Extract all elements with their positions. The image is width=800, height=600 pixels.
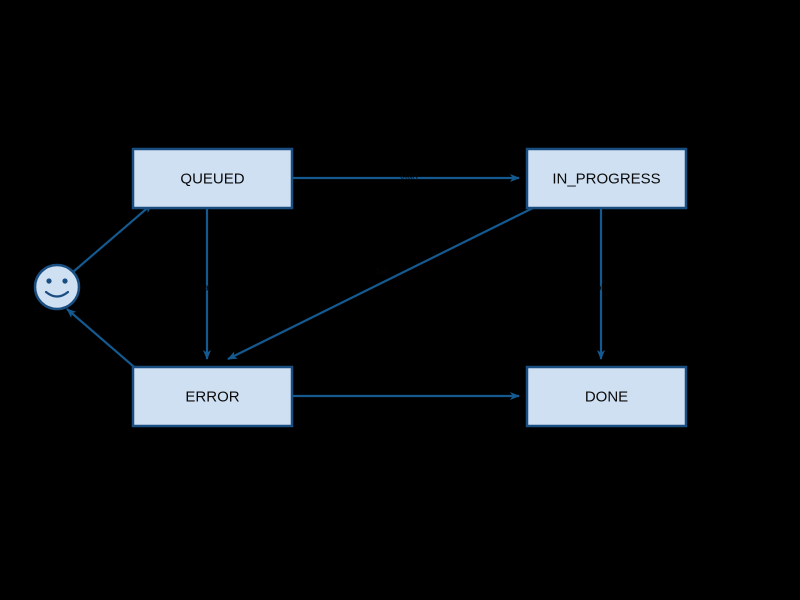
edge-label-in-progress-to-done: ok [596, 282, 606, 292]
node-label-error: ERROR [185, 388, 239, 405]
node-in-progress[interactable]: IN_PROGRESS [525, 147, 688, 210]
edge-line [66, 308, 141, 373]
smiley-face-icon [33, 263, 81, 311]
edge-queued-to-error[interactable]: fail [201, 208, 213, 360]
edge-line [227, 207, 534, 360]
smiley-mouth-icon [44, 290, 70, 298]
edge-layer: start fail fail ok [66, 170, 606, 400]
node-box [131, 147, 294, 210]
node-error[interactable]: ERROR [131, 365, 294, 428]
node-label-in-progress: IN_PROGRESS [552, 170, 660, 187]
edge-line [72, 203, 153, 273]
node-label-done: DONE [585, 388, 628, 405]
edge-start-to-queued[interactable] [72, 203, 153, 273]
node-label-queued: QUEUED [180, 170, 244, 187]
edge-in-progress-to-done[interactable]: ok [596, 208, 606, 360]
start-node[interactable] [33, 263, 81, 311]
smiley-eye-right-icon [62, 278, 68, 284]
node-box [525, 365, 688, 428]
edge-error-to-start[interactable] [66, 308, 141, 373]
edge-label-queued-to-error: fail [201, 282, 213, 292]
node-done[interactable]: DONE [525, 365, 688, 428]
smiley-eye-left-icon [46, 278, 52, 284]
edge-label-queued-to-in-progress: start [400, 170, 418, 180]
node-queued[interactable]: QUEUED [131, 147, 294, 210]
edge-queued-to-in-progress[interactable]: start [292, 170, 520, 182]
edge-label-in-progress-to-error: fail [376, 266, 388, 276]
node-box [131, 365, 294, 428]
edge-in-progress-to-error[interactable]: fail [227, 207, 534, 360]
node-layer: QUEUED IN_PROGRESS ERROR DONE [131, 147, 688, 428]
node-box [525, 147, 688, 210]
